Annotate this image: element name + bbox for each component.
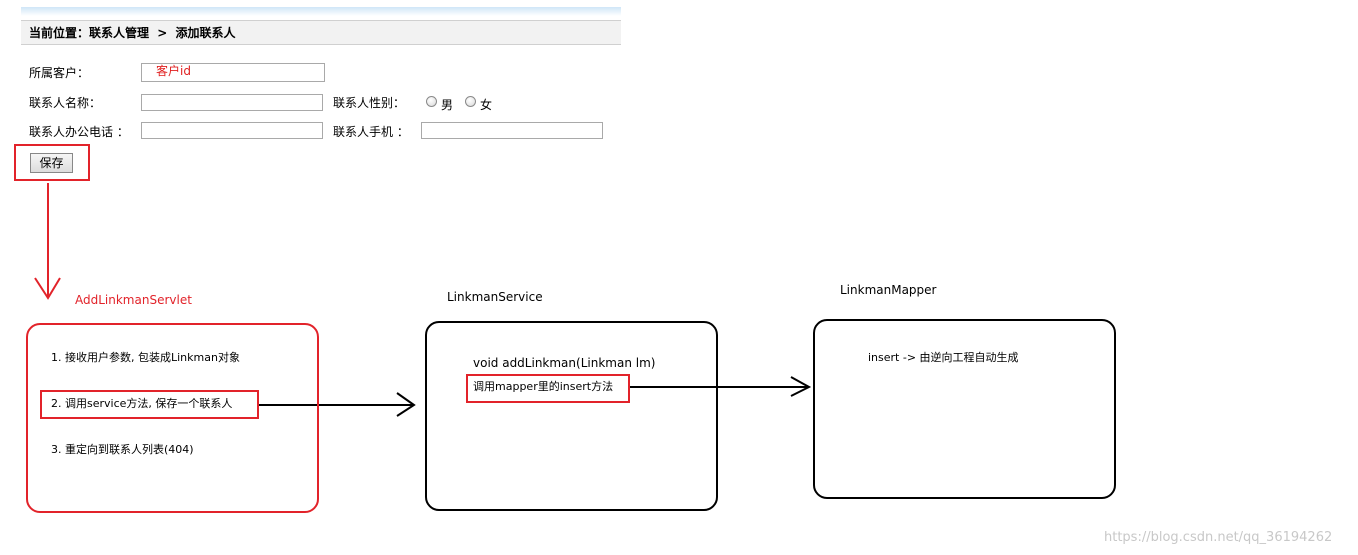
service-box [425, 321, 718, 511]
header-gradient-strip [21, 7, 621, 16]
mapper-box [813, 319, 1116, 499]
gender-female-radio[interactable] [465, 96, 476, 107]
watermark-text: https://blog.csdn.net/qq_36194262 [1104, 530, 1333, 545]
breadcrumb-prefix: 当前位置： [29, 26, 90, 40]
contact-name-input[interactable] [141, 94, 323, 111]
mapper-title: LinkmanMapper [840, 283, 937, 297]
gender-male-radio[interactable] [426, 96, 437, 107]
gender-male-label: 男 [441, 98, 454, 112]
servlet-box [26, 323, 319, 513]
save-button[interactable]: 保存 [30, 153, 73, 173]
servlet-step-3: 3. 重定向到联系人列表(404) [51, 443, 194, 456]
save-highlight-box [14, 144, 90, 181]
arrow-save-to-servlet [34, 183, 61, 300]
breadcrumb-separator: > [157, 26, 168, 40]
gender-female-label: 女 [480, 98, 493, 112]
mobile-input[interactable] [421, 122, 603, 139]
breadcrumb: 当前位置：联系人管理 > 添加联系人 [21, 20, 621, 45]
breadcrumb-section[interactable]: 联系人管理 [89, 26, 150, 40]
breadcrumb-current: 添加联系人 [175, 26, 236, 40]
customer-field[interactable]: 客户id [141, 63, 325, 82]
service-note-highlight [466, 374, 630, 403]
servlet-title: AddLinkmanServlet [75, 293, 192, 307]
mobile-label: 联系人手机 ： [333, 125, 409, 139]
servlet-step-1: 1. 接收用户参数, 包装成Linkman对象 [51, 351, 240, 364]
servlet-step-2: 2. 调用service方法, 保存一个联系人 [51, 397, 233, 410]
servlet-step-2-highlight [40, 390, 259, 419]
office-phone-input[interactable] [141, 122, 323, 139]
mapper-note: insert -> 由逆向工程自动生成 [868, 351, 1019, 364]
contact-name-label: 联系人名称： [29, 96, 102, 110]
service-note: 调用mapper里的insert方法 [473, 380, 614, 393]
arrow-service-to-mapper [630, 376, 812, 397]
service-title: LinkmanService [447, 290, 543, 304]
arrow-servlet-to-service [259, 392, 416, 417]
gender-label: 联系人性别： [333, 96, 406, 110]
customer-label: 所属客户： [29, 66, 90, 80]
office-phone-label: 联系人办公电话 ： [29, 125, 129, 139]
service-method: void addLinkman(Linkman lm) [473, 356, 656, 370]
